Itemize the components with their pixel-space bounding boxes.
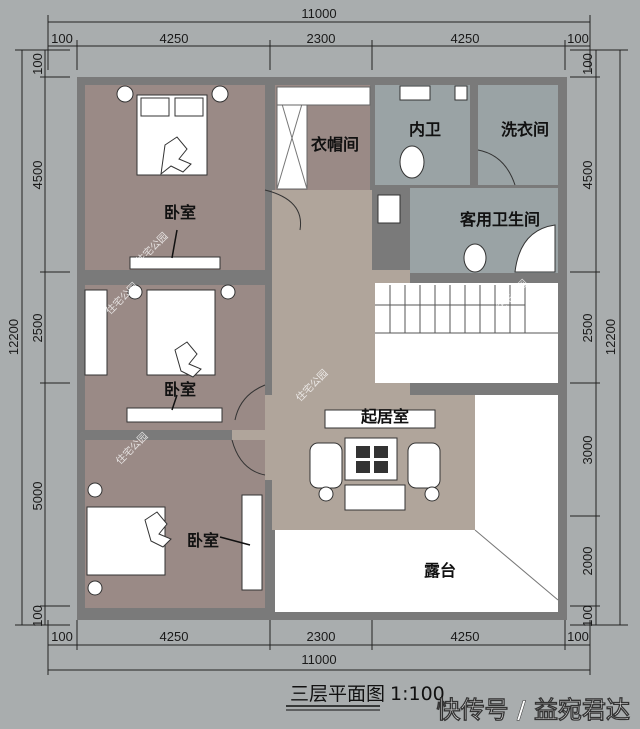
bedroom-top-label: 卧室: [164, 203, 196, 222]
cabinet-icon: [454, 85, 468, 101]
stair-steps: [375, 285, 558, 334]
door-swing-icon: [234, 384, 266, 421]
right-dimension-6: 100: [580, 605, 595, 627]
door-swing-icon: [264, 189, 302, 231]
left-dimensions: [15, 49, 70, 626]
cloakroom-shelf: [276, 86, 371, 106]
bedsheet-icon: [160, 136, 192, 176]
toilet-icon: [399, 145, 425, 179]
left-dimension-3: 2500: [30, 314, 45, 343]
bottom-dimension-4: 4250: [451, 629, 480, 644]
table-tile-icon: [374, 461, 388, 473]
shower-icon: [514, 224, 556, 273]
toilet-icon: [463, 243, 487, 273]
bottom-dimension-3: 2300: [307, 629, 336, 644]
bottom-dimension-1: 100: [51, 629, 73, 644]
laundry-floor: [478, 85, 558, 185]
right-dimensions: [570, 49, 628, 626]
bedsheet-icon: [144, 511, 172, 548]
top-total-dimension: 11000: [301, 6, 336, 21]
table-tile-icon: [356, 461, 370, 473]
top-dimension-4: 4250: [451, 31, 480, 46]
left-dimension-5: 100: [30, 605, 45, 627]
door-swing-icon: [231, 439, 266, 476]
table-tile-icon: [356, 446, 370, 458]
credit-watermark: 快传号 / 益宛君达: [437, 696, 630, 724]
bottom-dimensions: [47, 620, 591, 675]
tv-cabinet-middle: [126, 407, 223, 423]
left-dimension-1: 100: [30, 53, 45, 75]
cloakroom-label: 衣帽间: [311, 135, 359, 154]
armchair-left: [309, 442, 343, 489]
bedroom-middle-label: 卧室: [164, 380, 196, 399]
sink-icon: [377, 194, 401, 224]
ensuite-bath-label: 内卫: [409, 120, 441, 139]
nightstand-lamp-icon: [87, 580, 103, 596]
living-room-label: 起居室: [360, 407, 409, 426]
nightstand-lamp-icon: [211, 85, 229, 103]
plan-title: 三层平面图: [290, 683, 385, 705]
bedroom-bottom-label: 卧室: [187, 531, 219, 550]
bedsheet-icon: [174, 341, 202, 378]
terrace-floor: [275, 395, 558, 612]
right-dimension-3: 2500: [580, 314, 595, 343]
top-dimension-1: 100: [51, 31, 73, 46]
tv-cabinet-living: [324, 409, 436, 429]
guest-bath-label: 客用卫生间: [460, 210, 540, 229]
right-dimension-1: 100: [580, 53, 595, 75]
right-dimension-4: 3000: [580, 436, 595, 465]
nightstand-lamp-icon: [116, 85, 134, 103]
bottom-dimension-5: 100: [567, 629, 589, 644]
right-dimension-5: 2000: [580, 547, 595, 576]
top-dimension-5: 100: [567, 31, 589, 46]
terrace-drain-line: [474, 529, 559, 601]
nightstand-lamp-icon: [87, 482, 103, 498]
tv-arrow-icon: [171, 394, 178, 411]
bottom-dimension-2: 4250: [160, 629, 189, 644]
sofa: [344, 484, 406, 511]
tv-arrow-icon: [219, 536, 251, 546]
tv-arrow-icon: [171, 229, 178, 259]
left-total-dimension: 12200: [6, 319, 21, 355]
top-dimension-3: 2300: [307, 31, 336, 46]
right-total-dimension: 12200: [603, 319, 618, 355]
nightstand-lamp-icon: [127, 284, 143, 300]
tv-cabinet-top: [129, 256, 221, 270]
terrace-label: 露台: [424, 561, 456, 580]
door-swing-icon: [477, 149, 516, 186]
nightstand-lamp-icon: [220, 284, 236, 300]
wardrobe-middle: [84, 289, 108, 376]
side-table-icon: [424, 486, 440, 502]
top-dimension-2: 4250: [160, 31, 189, 46]
bottom-total-dimension: 11000: [301, 652, 336, 667]
plan-scale: 1:100: [390, 683, 445, 705]
sink-icon: [399, 85, 431, 101]
left-dimension-2: 4500: [30, 161, 45, 190]
pillow-icon: [174, 97, 204, 117]
right-dimension-2: 4500: [580, 161, 595, 190]
side-table-icon: [318, 486, 334, 502]
tv-cabinet-bottom: [241, 494, 263, 591]
table-tile-icon: [374, 446, 388, 458]
coffee-table: [344, 437, 398, 481]
left-dimension-4: 5000: [30, 482, 45, 511]
top-dimensions: [47, 15, 591, 70]
laundry-label: 洗衣间: [501, 120, 549, 139]
armchair-right: [407, 442, 441, 489]
pillow-icon: [140, 97, 170, 117]
